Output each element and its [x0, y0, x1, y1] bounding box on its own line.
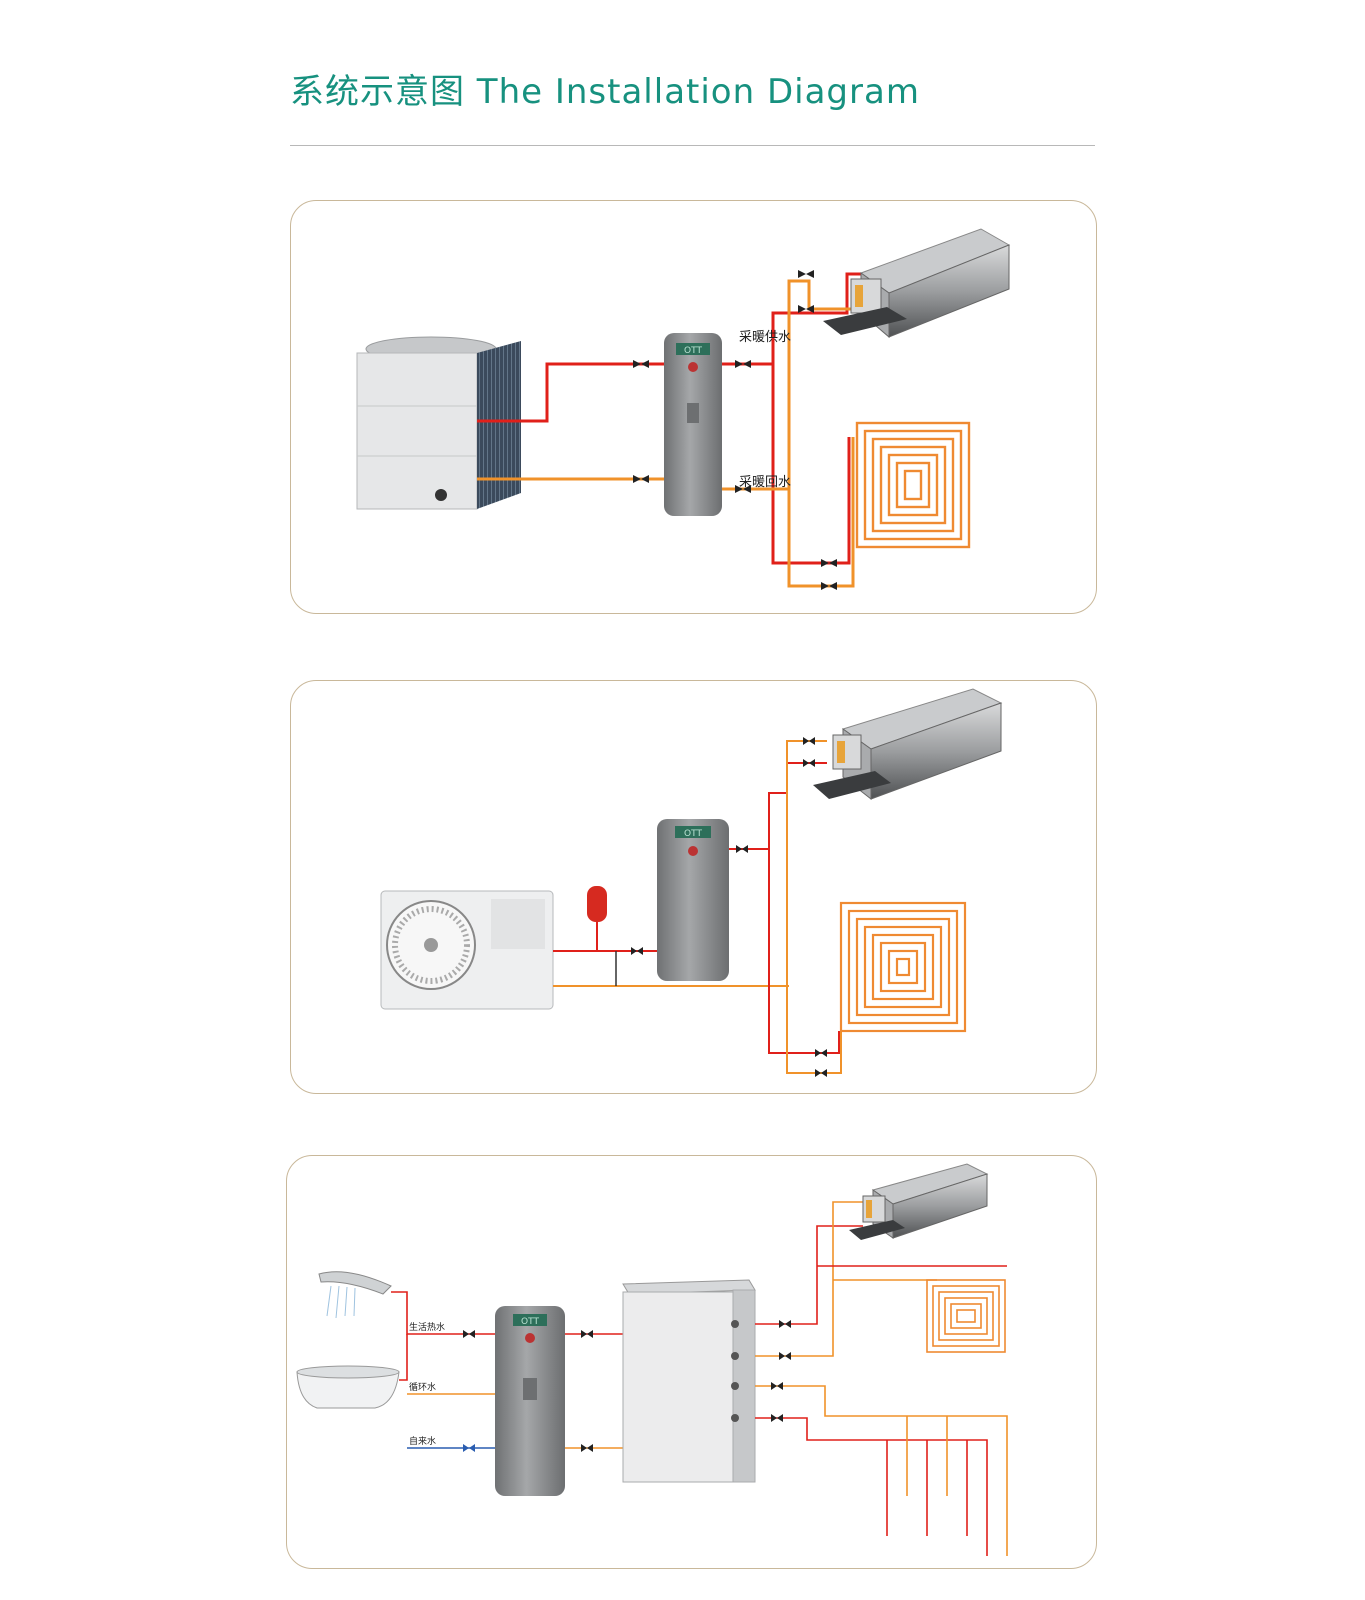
tap-water-label: 自来水: [409, 1435, 436, 1447]
valve-icon: [633, 475, 649, 483]
valve-icon: [771, 1382, 783, 1390]
valve-icon: [803, 759, 815, 767]
outdoor-heat-pump-unit: [356, 336, 521, 510]
fan-coil-return-pipe: [755, 1201, 863, 1357]
hot-water-pipe-2: [399, 1334, 408, 1381]
expansion-tank: [587, 886, 607, 951]
water-tank: OTT: [495, 1306, 565, 1496]
return-pipe-3: [787, 279, 881, 489]
valve-icon: [735, 485, 751, 493]
fan-coil-unit: [849, 1163, 989, 1240]
valve-icon: [798, 270, 814, 278]
floor-heating-coil: [855, 421, 971, 549]
water-tank: OTT: [664, 333, 722, 516]
tank-brand: OTT: [521, 1317, 539, 1327]
diagram-3-svg: 生活热水 循环水 自来水 OTT: [296, 1163, 1008, 1556]
valve-icon: [779, 1352, 791, 1360]
supply-pipe-1: [477, 362, 676, 423]
valve-icon: [736, 845, 748, 853]
water-tank: OTT: [657, 819, 729, 981]
radiator-supply-pipe: [755, 1417, 988, 1556]
diagram-panel-1: OTT 采暖供水 采暖回水: [290, 200, 1097, 614]
valve-icon: [633, 360, 649, 368]
radiator-return-pipe: [755, 1385, 1008, 1556]
valve-icon: [815, 1069, 827, 1077]
valve-icon: [815, 1049, 827, 1057]
hot-water-pipe: [391, 1291, 495, 1335]
split-outdoor-unit: [380, 890, 554, 1010]
valve-icon: [798, 305, 814, 313]
valve-icon: [821, 559, 837, 567]
floor-heating-coil: [839, 901, 967, 1033]
return-pipe-2: [783, 985, 842, 1074]
supply-pipe-3: [768, 849, 829, 1054]
bathtub-icon: [296, 1365, 400, 1409]
floor-heating-coil: [926, 1279, 1006, 1353]
circulation-label: 循环水: [409, 1381, 436, 1393]
underfloor-loops: [886, 1416, 968, 1536]
diagram-2-svg: OTT: [380, 688, 1003, 1077]
supply-pipe-3: [771, 364, 841, 565]
return-pipe-2: [722, 487, 841, 588]
valve-icon: [735, 360, 751, 368]
fan-coil-unit: [813, 688, 1003, 801]
diagram-panel-3: 生活热水 循环水 自来水 OTT: [286, 1155, 1097, 1569]
supply-pipe-2: [729, 762, 827, 850]
title-divider: [290, 145, 1095, 146]
valve-icon: [581, 1444, 593, 1452]
valve-icon: [581, 1330, 593, 1338]
return-pipe-3: [786, 740, 827, 986]
page-title: 系统示意图 The Installation Diagram: [290, 72, 920, 112]
valve-icon: [771, 1414, 783, 1422]
diagram-1-svg: OTT 采暖供水 采暖回水: [356, 228, 1011, 590]
tank-brand: OTT: [684, 346, 702, 356]
valve-icon: [779, 1320, 791, 1328]
supply-water-label: 采暖供水: [739, 330, 791, 345]
supply-pipe-2: [722, 272, 881, 366]
indoor-heat-pump-cabinet: [622, 1279, 756, 1483]
tank-brand: OTT: [684, 829, 702, 839]
valve-icon: [463, 1330, 475, 1338]
valve-icon: [803, 737, 815, 745]
hot-water-label: 生活热水: [409, 1321, 445, 1333]
valve-icon: [631, 947, 643, 955]
diagram-panel-2: OTT: [290, 680, 1097, 1094]
fan-coil-unit: [823, 228, 1011, 339]
valve-icon: [821, 582, 837, 590]
return-water-label: 采暖回水: [739, 475, 791, 490]
shower-head-icon: [318, 1271, 392, 1319]
fan-coil-supply-pipe: [755, 1225, 863, 1325]
valve-icon: [463, 1444, 475, 1452]
